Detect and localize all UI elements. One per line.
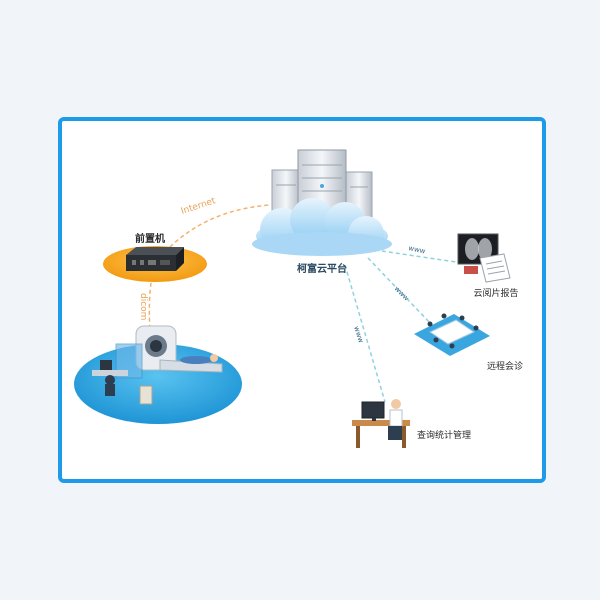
- cloud-icon: [252, 198, 392, 256]
- cloud-reading-report-label: 云阅片报告: [473, 287, 518, 299]
- internet-label: Internet: [180, 196, 218, 217]
- remote-consultation-node: 远程会诊: [414, 313, 523, 372]
- front-machine-node: 前置机: [103, 232, 207, 282]
- meeting-table-icon: [427, 313, 479, 349]
- report-document-icon: [464, 253, 511, 283]
- www-consult-line: [367, 257, 433, 326]
- internet-link-line: [164, 204, 271, 253]
- dicom-link-line: [148, 275, 153, 333]
- query-statistics-node: 查询统计管理: [352, 399, 471, 448]
- imaging-room-node: [74, 325, 242, 424]
- front-machine-label: 前置机: [135, 232, 165, 245]
- front-machine-device-icon: [126, 247, 184, 271]
- www-reading-label: www: [408, 244, 427, 255]
- cloud-platform-node: 柯富云平台: [252, 149, 392, 275]
- query-statistics-label: 查询统计管理: [417, 429, 471, 441]
- cloud-reading-report-node: 云阅片报告: [457, 233, 519, 299]
- doctor-workstation-icon: [352, 399, 410, 448]
- www-query-line: [344, 264, 386, 403]
- remote-consultation-label: 远程会诊: [487, 360, 523, 372]
- ct-scanner-icon: [135, 325, 223, 373]
- cloud-platform-label: 柯富云平台: [297, 262, 347, 275]
- control-desk-icon: [92, 343, 153, 405]
- dicom-label: dicom: [138, 293, 148, 320]
